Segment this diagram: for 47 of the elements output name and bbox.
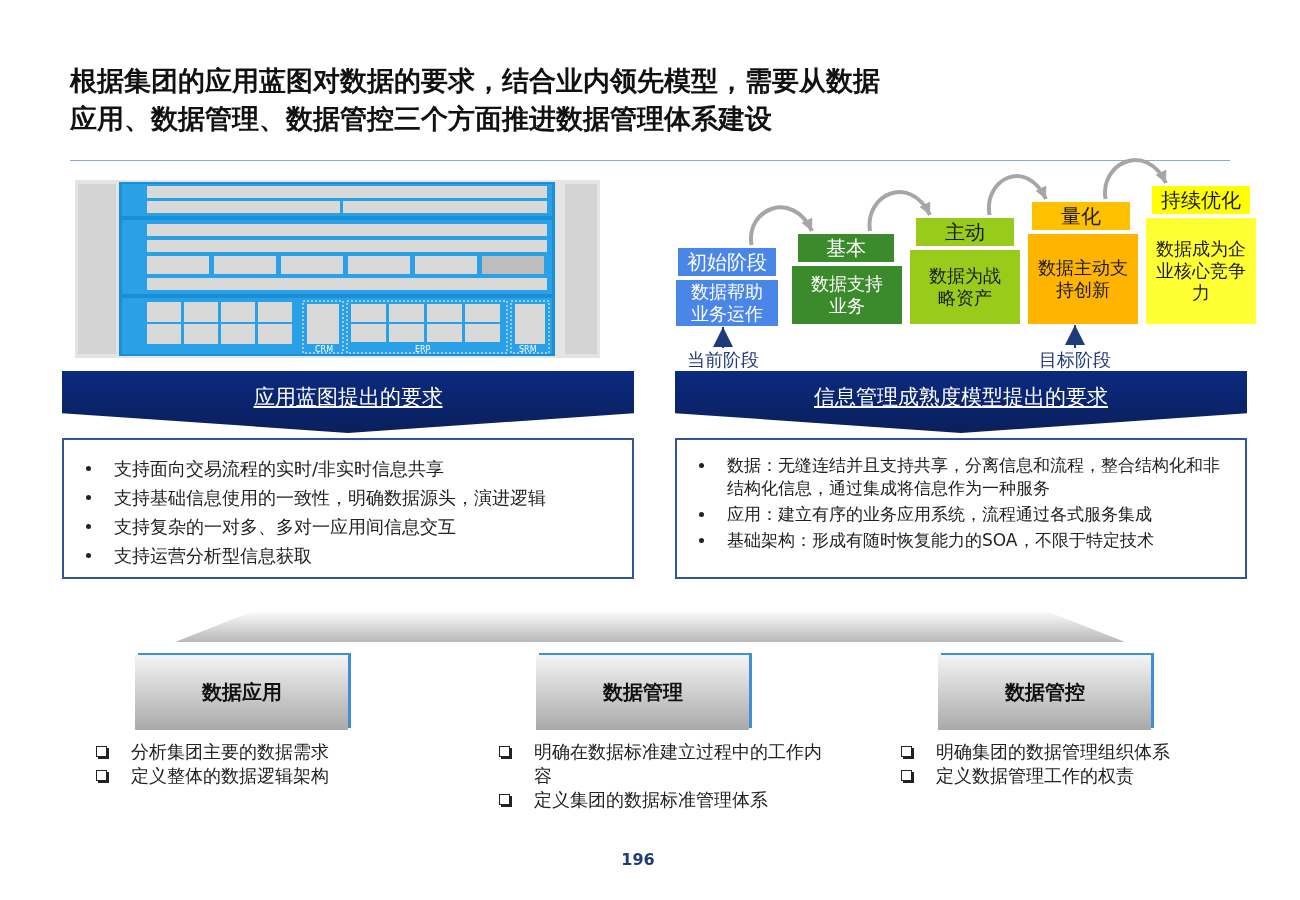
page-number: 196 bbox=[620, 850, 656, 869]
checklist-item: 定义集团的数据标准管理体系 bbox=[498, 788, 838, 812]
requirement-banner bbox=[675, 371, 1247, 433]
bullet-item: 应用：建立有序的业务应用系统，流程通过各式服务集成 bbox=[699, 503, 1233, 526]
banner-title: 应用蓝图提出的要求 bbox=[253, 384, 443, 411]
stage-marker-label: 目标阶段 bbox=[1030, 348, 1120, 372]
system-label: CRM bbox=[315, 345, 334, 355]
stage-description: 数据帮助业务运作 bbox=[676, 280, 778, 326]
arrow bbox=[1065, 324, 1085, 349]
bullet-item: 数据：无缝连结并且支持共享，分离信息和流程，整合结构化和非结构化信息，通过集成将信息作为一种服务 bbox=[699, 454, 1233, 500]
requirement-list-box bbox=[62, 438, 634, 579]
arrow bbox=[1103, 158, 1168, 200]
stage-heading: 持续优化 bbox=[1152, 186, 1250, 214]
stage-description: 数据为战略资产 bbox=[910, 250, 1020, 324]
bullet-item: 支持面向交易流程的实时/非实时信息共享 bbox=[86, 454, 620, 483]
stage-heading: 量化 bbox=[1032, 202, 1130, 230]
arrow bbox=[749, 205, 814, 246]
focus-area-box bbox=[135, 655, 348, 730]
focus-area-title: 数据管控 bbox=[1004, 679, 1085, 706]
system-label: ERP bbox=[415, 345, 431, 355]
checklist-item: 分析集团主要的数据需求 bbox=[95, 740, 395, 764]
stage-heading: 基本 bbox=[798, 234, 894, 262]
focus-area-box bbox=[536, 655, 749, 730]
requirement-banner bbox=[62, 371, 634, 433]
arrow bbox=[713, 326, 733, 349]
requirement-list-box bbox=[675, 438, 1247, 579]
focus-area-title: 数据管理 bbox=[602, 679, 683, 706]
checklist-item: 明确集团的数据管理组织体系 bbox=[900, 740, 1220, 764]
bullet-item: 支持复杂的一对多、多对一应用间信息交互 bbox=[86, 512, 620, 541]
arrow bbox=[867, 190, 932, 232]
stage-heading: 主动 bbox=[916, 218, 1014, 246]
stage-description: 数据支持业务 bbox=[792, 266, 902, 324]
focus-area-title: 数据应用 bbox=[201, 679, 282, 706]
checklist-item: 明确在数据标准建立过程中的工作内容 bbox=[498, 740, 838, 788]
stage-description: 数据成为企业核心竞争力 bbox=[1146, 218, 1256, 324]
stage-description: 数据主动支持创新 bbox=[1028, 234, 1138, 324]
bullet-item: 支持基础信息使用的一致性，明确数据源头，演进逻辑 bbox=[86, 483, 620, 512]
focus-area-box bbox=[938, 655, 1151, 730]
checklist-item: 定义整体的数据逻辑架构 bbox=[95, 764, 395, 788]
arrow bbox=[986, 174, 1048, 216]
checklist-item: 定义数据管理工作的权责 bbox=[900, 764, 1220, 788]
system-label: SRM bbox=[519, 345, 537, 355]
stage-heading: 初始阶段 bbox=[678, 248, 776, 276]
bullet-item: 基础架构：形成有随时恢复能力的SOA，不限于特定技术 bbox=[699, 529, 1233, 552]
stage-marker-label: 当前阶段 bbox=[678, 348, 768, 372]
slide-title: 根据集团的应用蓝图对数据的要求，结合业内领先模型，需要从数据应用、数据管理、数据管控三个方面推进数据管理体系建设 bbox=[70, 64, 881, 136]
bullet-item: 支持运营分析型信息获取 bbox=[86, 541, 620, 570]
